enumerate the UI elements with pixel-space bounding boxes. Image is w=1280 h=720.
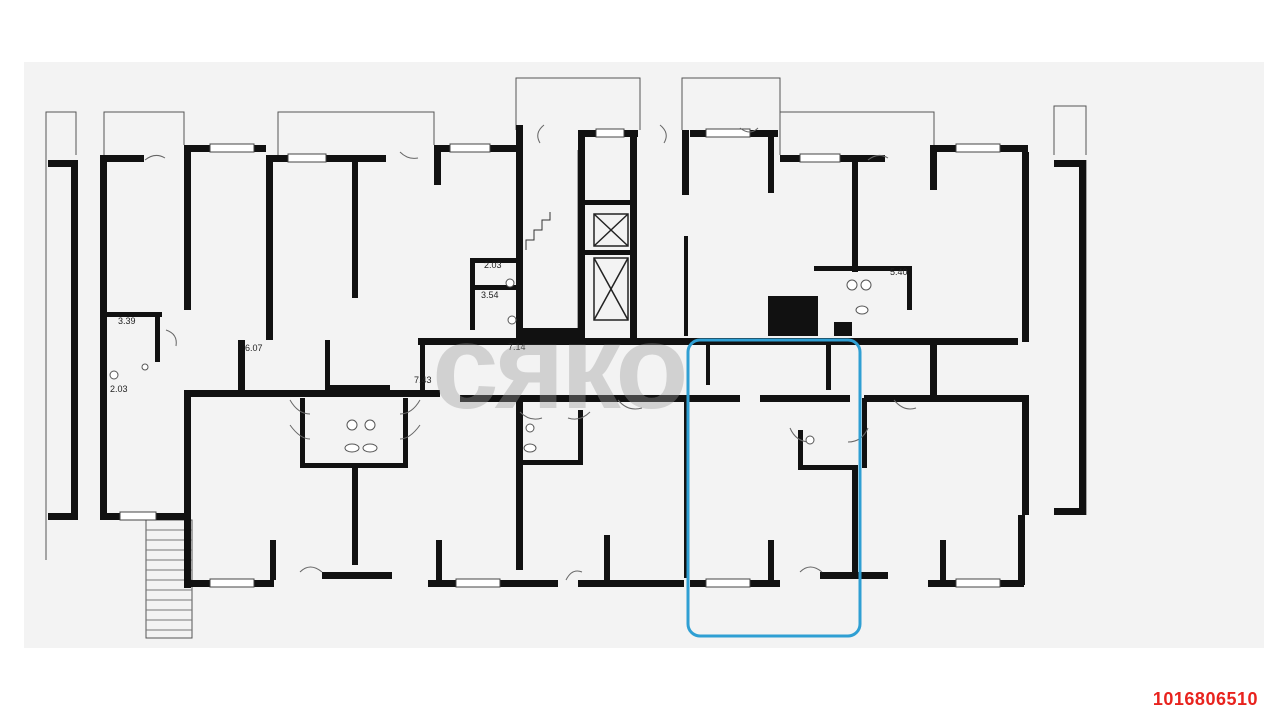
elevator-shafts	[593, 213, 629, 321]
room-label-2: 2.03	[110, 384, 128, 394]
walls	[48, 125, 1086, 588]
room-label-6: 2.03	[484, 260, 502, 270]
apartment-highlight	[686, 338, 862, 638]
door-swings	[144, 124, 917, 581]
sanitary-fixtures	[109, 278, 872, 453]
windows	[119, 128, 1001, 588]
room-label-7: 3.54	[481, 290, 499, 300]
watermark-logo: сяко	[432, 300, 685, 434]
room-label-3: 6.07	[245, 343, 263, 353]
room-label-5: 7.14	[508, 342, 526, 352]
listing-id: 1016806510	[1152, 689, 1258, 709]
room-label-4: 7.43	[414, 375, 432, 385]
room-label-8: 5.40	[890, 267, 908, 277]
plan-background	[24, 62, 1264, 648]
room-label-1: 3.39	[118, 316, 136, 326]
interior-stair	[525, 212, 551, 250]
